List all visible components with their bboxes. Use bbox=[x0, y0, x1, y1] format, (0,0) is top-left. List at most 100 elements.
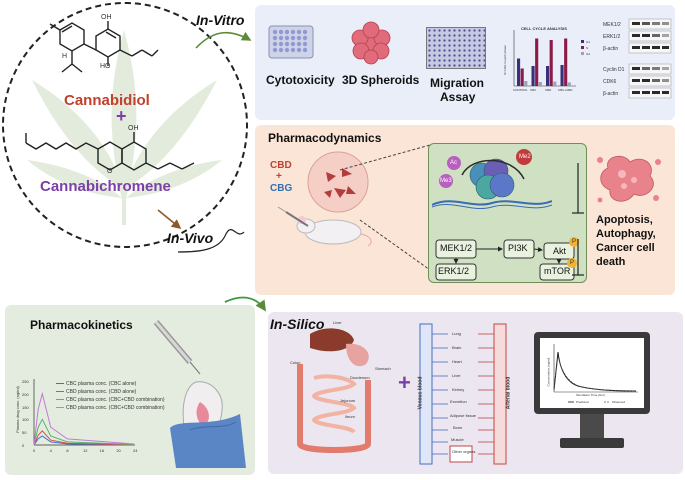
cc-cat-3: CBC+CBD bbox=[558, 88, 573, 92]
cc-cat-1: CBC bbox=[530, 88, 537, 92]
blot-label-mek: MEK1/2 bbox=[603, 22, 621, 28]
pk-y-tick: 100 bbox=[22, 417, 29, 423]
cannabidiol-label: Cannabidiol bbox=[64, 92, 150, 109]
mouse-injection-icon bbox=[153, 320, 246, 468]
cbg-label: CBG bbox=[270, 183, 293, 194]
pk-series-line bbox=[33, 430, 135, 446]
in-vitro-label: In-Vitro bbox=[196, 12, 245, 28]
cell-cycle-bar bbox=[520, 68, 524, 86]
organ-duodenum: Duodenum bbox=[350, 375, 370, 380]
organ-stomach: Stomach bbox=[375, 366, 391, 371]
pk-legend-2: CBC plasma conc. (CBC+CBD combination) bbox=[66, 397, 165, 403]
pbpk-brain: Brain bbox=[452, 345, 462, 350]
pbpk-arterial: Arterial blood bbox=[505, 376, 512, 410]
phospho-mtor: P bbox=[570, 260, 575, 266]
monitor-legend-predicted: Predicted bbox=[576, 400, 589, 404]
cc-legend-swatch-g2 bbox=[581, 52, 584, 55]
cell-cycle-ylabel: % Cells in each phase bbox=[502, 45, 507, 75]
pk-legend-swatch-2 bbox=[56, 399, 64, 400]
assay-migration: Migration bbox=[430, 76, 484, 90]
pk-y-tick: 0 bbox=[22, 443, 25, 448]
pbpk-excretion: Excretion bbox=[450, 399, 467, 404]
assay-migration-2: Assay bbox=[440, 90, 476, 104]
cell-cycle-bar bbox=[567, 82, 571, 86]
cc-legend-g1: G1 bbox=[586, 40, 591, 44]
organ-colon: Colon bbox=[290, 360, 301, 365]
outcome-line-4: death bbox=[596, 256, 626, 268]
node-mek: MEK1/2 bbox=[440, 243, 473, 253]
cell-cycle-bar bbox=[546, 66, 550, 86]
pk-y-tick: 50 bbox=[22, 430, 27, 436]
plus-sign: + bbox=[116, 106, 127, 126]
cell-cycle-chart bbox=[513, 30, 576, 87]
cannabidiol-structure bbox=[49, 21, 159, 73]
organ-jejunum: Jejunum bbox=[340, 398, 356, 403]
pk-series-line bbox=[33, 418, 135, 446]
pd-plus: + bbox=[276, 171, 282, 182]
cell-cycle-bar bbox=[560, 65, 564, 86]
blot-label-actin-2: β-actin bbox=[603, 91, 619, 97]
monitor-icon bbox=[534, 332, 650, 448]
monitor-ylabel: Concentration (ng/ml) bbox=[546, 357, 551, 387]
pk-ylabel: Plasma drug conc. (ng/ml) bbox=[14, 386, 20, 433]
mark-me3: Me3 bbox=[440, 178, 452, 184]
mark-me2: Me2 bbox=[519, 154, 531, 160]
cc-legend-swatch-g1 bbox=[581, 40, 584, 43]
well-plate-icon bbox=[268, 25, 314, 59]
pbpk-muscle: Muscle bbox=[451, 437, 464, 442]
pathway-diagram bbox=[435, 163, 584, 281]
cc-legend-swatch-s bbox=[581, 46, 584, 49]
pbpk-bone: Bone bbox=[453, 425, 463, 430]
monitor-xlabel: Simulation Time (Hrs) bbox=[576, 393, 605, 397]
cc-legend-g2: G2 bbox=[586, 52, 591, 56]
cbd-label: CBD bbox=[270, 160, 292, 171]
pk-series-line bbox=[33, 391, 135, 446]
nucleosome-icon bbox=[432, 149, 552, 209]
cannabichromene-label: Cannabichromene bbox=[40, 178, 171, 195]
pbpk-liver: Liver bbox=[452, 373, 461, 378]
outcome-line-2: Autophagy, bbox=[596, 228, 656, 240]
assay-3d-spheroids: 3D Spheroids bbox=[342, 73, 420, 87]
cell-cycle-bar bbox=[535, 38, 539, 86]
monitor-legend-observed: Observed bbox=[612, 400, 626, 404]
cannabichromene-structure bbox=[25, 132, 195, 171]
pk-legend-3: CBD plasma conc. (CBC+CBD combination) bbox=[66, 405, 165, 411]
pk-legend-swatch-0 bbox=[56, 383, 64, 384]
node-akt: Akt bbox=[553, 246, 567, 256]
ho-label: HO bbox=[100, 63, 111, 70]
h-label: H bbox=[62, 53, 68, 60]
oh-label: OH bbox=[101, 14, 112, 21]
pk-series-line bbox=[33, 435, 135, 446]
oh-label: OH bbox=[128, 125, 139, 132]
cell-cycle-title: CELL CYCLE ANALYSIS bbox=[521, 26, 567, 31]
blot-label-erk: ERK1/2 bbox=[603, 34, 621, 40]
pbpk-heart: Heart bbox=[452, 359, 462, 364]
pbpk-diagram bbox=[419, 323, 507, 465]
pk-legend-swatch-1 bbox=[56, 391, 64, 392]
cc-legend-s: S bbox=[586, 46, 589, 50]
cell-cycle-bar bbox=[564, 38, 568, 86]
cannabinoid-circle bbox=[2, 2, 248, 248]
spheroid-icon bbox=[351, 21, 391, 65]
pk-legend-1: CBD plasma conc. (CBD alone) bbox=[66, 389, 137, 395]
pk-legend-0: CBC plasma conc. (CBC alone) bbox=[66, 381, 137, 387]
tumor-mouse-icon bbox=[277, 151, 372, 247]
gi-tract-icon bbox=[297, 328, 371, 453]
node-mtor: mTOR bbox=[544, 266, 571, 276]
cell-cycle-bar bbox=[549, 40, 553, 86]
organ-liver: Liver bbox=[333, 320, 342, 325]
pk-x-tick: 12 bbox=[83, 448, 88, 453]
pbpk-other: Other organs bbox=[452, 449, 476, 454]
pbpk-venous: Venous blood bbox=[417, 376, 424, 410]
pk-x-tick: 24 bbox=[133, 448, 138, 453]
pharmacokinetics-title: Pharmacokinetics bbox=[30, 318, 133, 332]
blot-label-cdk6: CDK6 bbox=[603, 79, 617, 85]
pk-x-tick: 8 bbox=[66, 448, 69, 453]
organ-ileum: Ileum bbox=[345, 414, 355, 419]
node-pi3k: PI3K bbox=[508, 243, 528, 253]
cell-cycle-bar bbox=[517, 58, 521, 86]
in-vivo-label: In-Vivo bbox=[167, 230, 214, 246]
pharmacodynamics-title: Pharmacodynamics bbox=[268, 131, 382, 145]
pk-y-tick: 250 bbox=[22, 379, 29, 384]
